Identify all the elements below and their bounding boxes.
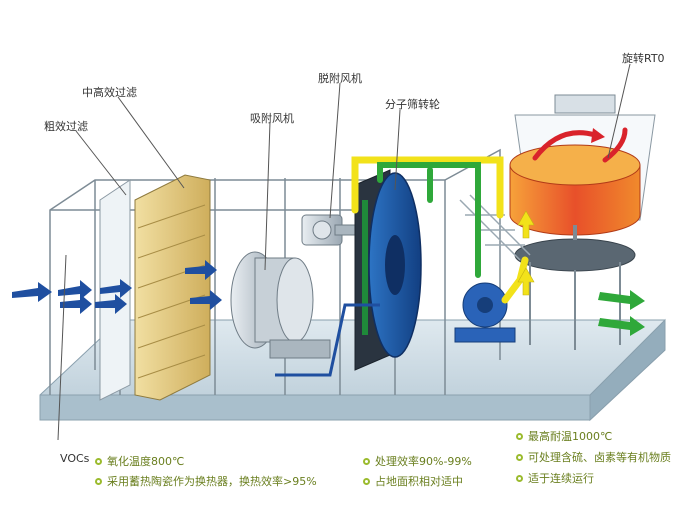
medium-high-filter-panel bbox=[134, 174, 211, 401]
feature-text: 可处理含硫、卤素等有机物质 bbox=[528, 451, 671, 464]
label-desorption-fan: 脱附风机 bbox=[318, 72, 362, 85]
feature-item: 占地面积相对适中 bbox=[363, 473, 463, 489]
bullet-icon bbox=[363, 477, 370, 485]
label-medium-high-filter: 中高效过滤 bbox=[82, 86, 137, 99]
bullet-icon bbox=[516, 432, 523, 440]
feature-text: 采用蓄热陶瓷作为换热器，换热效率>95% bbox=[107, 475, 317, 488]
label-adsorption-fan: 吸附风机 bbox=[250, 112, 294, 125]
feature-item: 最高耐温1000℃ bbox=[516, 428, 612, 444]
bullet-icon bbox=[363, 457, 370, 465]
label-molecular-sieve-wheel: 分子筛转轮 bbox=[385, 98, 440, 111]
leader-lines bbox=[57, 63, 631, 441]
label-coarse-filter: 粗效过滤 bbox=[44, 120, 88, 133]
feature-text: 氧化温度800℃ bbox=[107, 455, 185, 468]
bullet-icon bbox=[95, 477, 102, 485]
label-rotary-rto: 旋转RT0 bbox=[622, 52, 665, 65]
upward-yellow-arrows bbox=[517, 210, 535, 296]
feature-item: 适于连续运行 bbox=[516, 470, 594, 486]
feature-text: 处理效率90%-99% bbox=[375, 455, 472, 468]
bullet-icon bbox=[516, 474, 523, 482]
label-vocs: VOCs bbox=[60, 452, 90, 465]
feature-text: 占地面积相对适中 bbox=[375, 475, 463, 488]
feature-item: 处理效率90%-99% bbox=[363, 453, 472, 469]
feature-item: 采用蓄热陶瓷作为换热器，换热效率>95% bbox=[95, 473, 317, 489]
feature-item: 可处理含硫、卤素等有机物质 bbox=[516, 449, 671, 465]
feature-text: 适于连续运行 bbox=[528, 472, 594, 485]
rto-blower-unit bbox=[454, 282, 516, 343]
desorption-fan-unit bbox=[301, 214, 361, 246]
inlet-voc-arrows bbox=[12, 260, 222, 314]
adsorption-fan-unit bbox=[230, 251, 331, 359]
bullet-icon bbox=[95, 457, 102, 465]
clean-green-flow bbox=[377, 162, 481, 278]
feature-item: 氧化温度800℃ bbox=[95, 453, 184, 469]
base-platform bbox=[39, 318, 666, 422]
blue-return-duct bbox=[275, 303, 380, 377]
feature-text: 最高耐温1000℃ bbox=[528, 430, 613, 443]
clean-exhaust-arrows bbox=[598, 290, 645, 336]
bullet-icon bbox=[516, 453, 523, 461]
